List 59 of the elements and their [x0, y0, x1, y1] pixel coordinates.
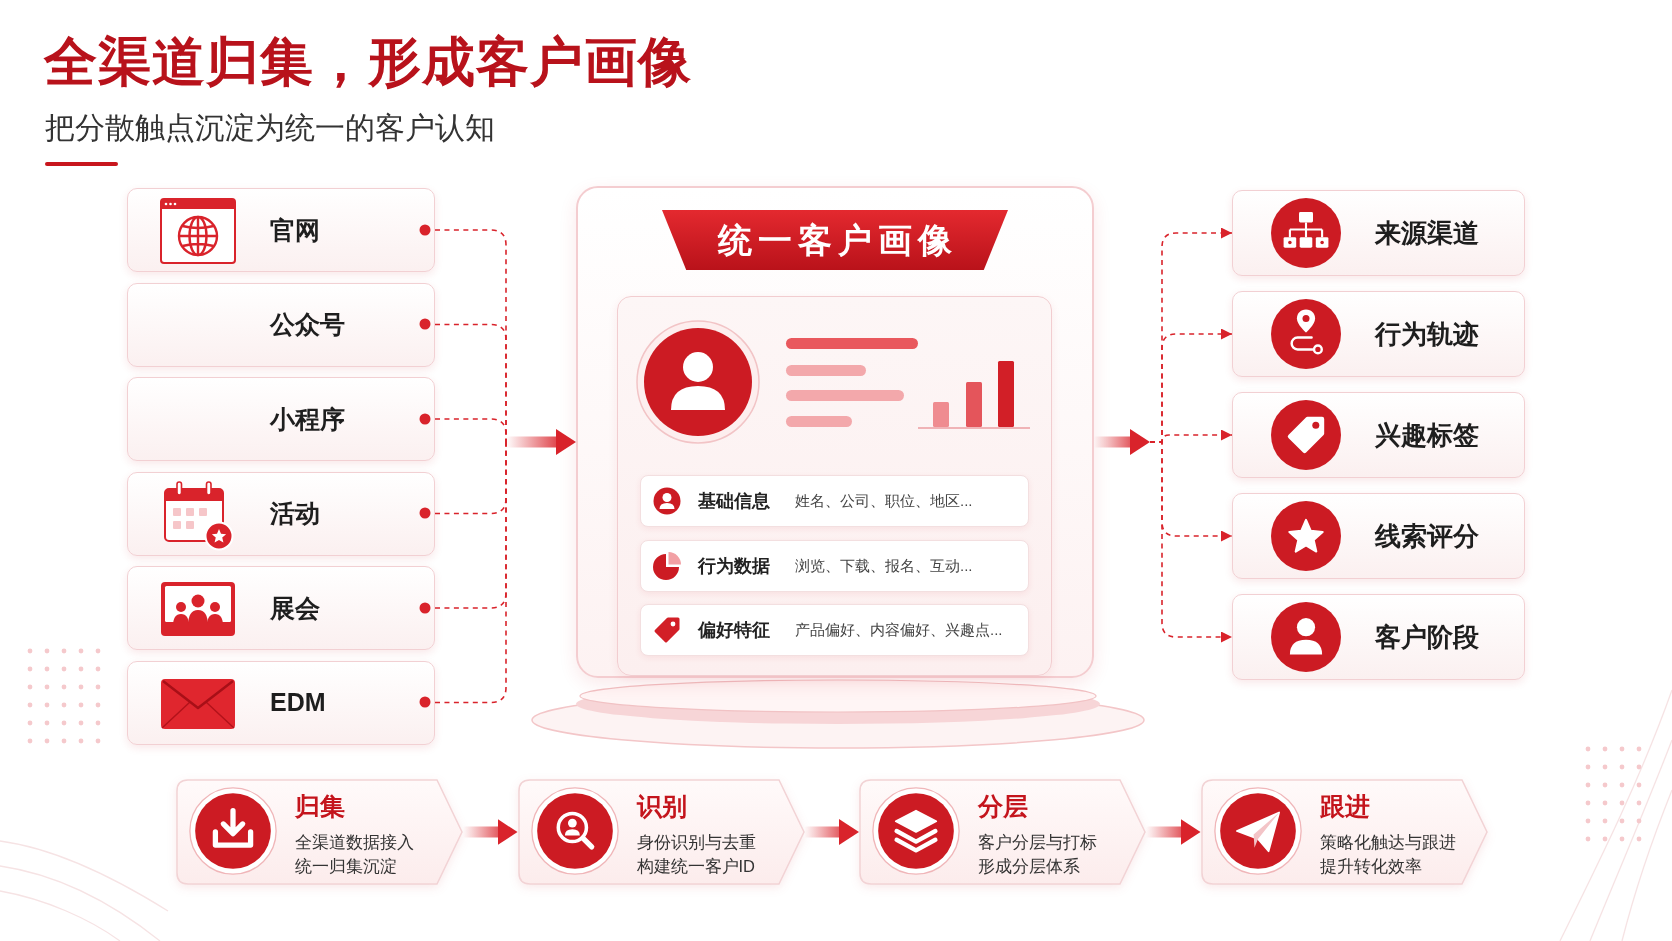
row-detail: 浏览、下载、报名、互动... — [795, 555, 973, 576]
tag-card — [1232, 493, 1525, 579]
step-text: 构建统一客户ID — [636, 856, 755, 877]
step-text: 全渠道数据接入 — [295, 832, 414, 853]
tag-card — [1232, 291, 1525, 377]
card-label: 线索评分 — [1375, 519, 1479, 552]
channel-card — [127, 377, 435, 461]
step-title: 识别 — [636, 791, 687, 821]
card-label: 行为轨迹 — [1375, 317, 1479, 350]
step-text: 身份识别与去重 — [636, 832, 756, 853]
channel-card — [127, 188, 435, 272]
step-title: 跟进 — [1319, 791, 1370, 821]
channel-card — [127, 660, 435, 745]
card-label: 公众号 — [270, 309, 345, 339]
step-card — [176, 779, 463, 885]
step-card — [859, 779, 1146, 885]
info-row — [640, 475, 1029, 527]
subtitle: 把分散触点沉淀为统一的客户认知 — [45, 110, 495, 146]
card-label: 展会 — [270, 592, 320, 623]
title-ribbon: 统一客户画像 — [662, 210, 1008, 270]
tag-card — [1232, 594, 1525, 680]
flow-arrow — [1146, 819, 1201, 845]
connector-line — [434, 441, 507, 704]
row-label: 行为数据 — [698, 554, 770, 578]
flow-arrow — [1094, 429, 1150, 455]
step-card — [1200, 779, 1488, 885]
step-title: 归集 — [295, 791, 345, 821]
row-detail: 产品偏好、内容偏好、兴趣点... — [795, 620, 1003, 640]
step-text: 策略化触达与跟进 — [1319, 832, 1456, 853]
connector-line — [434, 418, 507, 443]
step-title: 分层 — [978, 791, 1028, 821]
step-text: 提升转化效率 — [1319, 856, 1422, 877]
step-text: 客户分层与打标 — [978, 832, 1097, 853]
flow-arrow — [804, 819, 859, 845]
flow-arrow — [506, 429, 576, 455]
page-title: 全渠道归集，形成客户画像 — [44, 31, 692, 93]
channel-card — [127, 566, 435, 650]
card-label: 客户阶段 — [1375, 620, 1479, 653]
step-text: 统一归集沉淀 — [295, 856, 397, 877]
card-label: EDM — [270, 687, 326, 717]
channel-card — [127, 282, 435, 367]
tag-card — [1232, 190, 1525, 276]
row-label: 偏好特征 — [698, 619, 770, 642]
channel-card — [127, 471, 435, 556]
card-label: 官网 — [270, 214, 320, 245]
step-card — [517, 779, 805, 885]
row-label: 基础信息 — [698, 490, 770, 513]
tag-card — [1232, 392, 1525, 478]
card-label: 小程序 — [270, 403, 345, 434]
info-row — [640, 539, 1029, 592]
flow-arrow — [463, 819, 518, 845]
info-row — [640, 604, 1029, 656]
connector-arrow — [1149, 441, 1233, 643]
card-label: 兴趣标签 — [1375, 418, 1479, 451]
profile-panel — [576, 186, 1094, 678]
row-detail: 姓名、公司、职位、地区... — [795, 491, 973, 511]
card-label: 活动 — [270, 498, 320, 528]
card-label: 来源渠道 — [1375, 216, 1479, 249]
step-text: 形成分层体系 — [978, 856, 1080, 877]
